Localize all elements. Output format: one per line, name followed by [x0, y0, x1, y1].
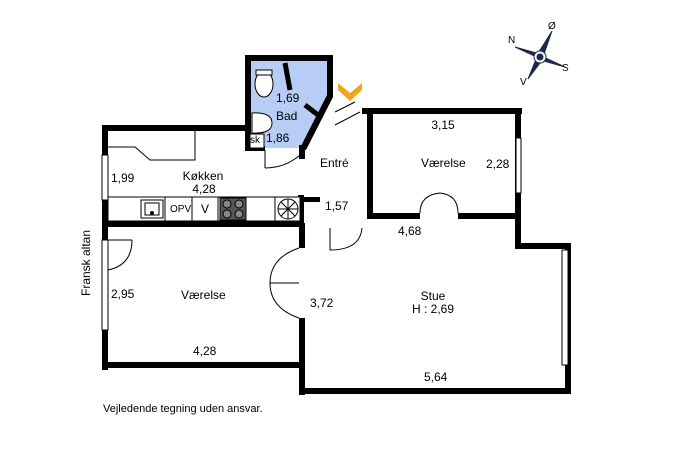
- stue-name: Stue: [420, 289, 446, 303]
- stue-dim1: 3,72: [310, 296, 334, 310]
- bad-fixture-sk: sk: [250, 135, 260, 146]
- bad-dim1: 1,69: [276, 91, 300, 105]
- bathroom-fixtures: [249, 62, 324, 149]
- vaerelse-left-dim2: 4,28: [193, 344, 217, 358]
- compass-south: S: [562, 63, 569, 74]
- compass-east: Ø: [548, 21, 556, 32]
- compass-north: N: [508, 35, 516, 46]
- balcony-label: Fransk altan: [79, 229, 93, 296]
- compass-icon: [514, 30, 566, 80]
- vaerelse-top-name: Værelse: [421, 156, 466, 170]
- bad-name: Bad: [276, 109, 298, 123]
- vaerelse-top-dim3: 4,68: [398, 224, 422, 238]
- appliance-v: V: [201, 202, 210, 216]
- vaerelse-left-name: Værelse: [181, 288, 226, 302]
- vaerelse-top-dim1: 3,15: [431, 118, 455, 132]
- walls: [102, 55, 571, 395]
- stue-dim2: 5,64: [424, 370, 448, 384]
- windows: [101, 137, 569, 366]
- washbasin-icon: [251, 112, 273, 134]
- stue-height: H : 2,69: [411, 302, 455, 316]
- bad-dim2: 1,86: [266, 131, 290, 145]
- kitchen-counter: [107, 196, 301, 222]
- appliance-opv: OPV: [170, 204, 192, 215]
- kokken-dim2: 1,99: [111, 171, 135, 185]
- compass-west: V: [520, 77, 527, 88]
- vaerelse-left-dim1: 2,95: [111, 287, 135, 301]
- vaerelse-top-dim2: 2,28: [486, 157, 510, 171]
- doors: [107, 101, 459, 319]
- kokken-dim1: 4,28: [192, 182, 216, 196]
- kokken-name: Køkken: [182, 169, 224, 183]
- entrance-marker-icon: [338, 83, 362, 101]
- disclaimer: Vejledende tegning uden ansvar.: [103, 403, 263, 415]
- entre-name: Entré: [320, 156, 349, 170]
- entre-dim: 1,57: [325, 199, 349, 213]
